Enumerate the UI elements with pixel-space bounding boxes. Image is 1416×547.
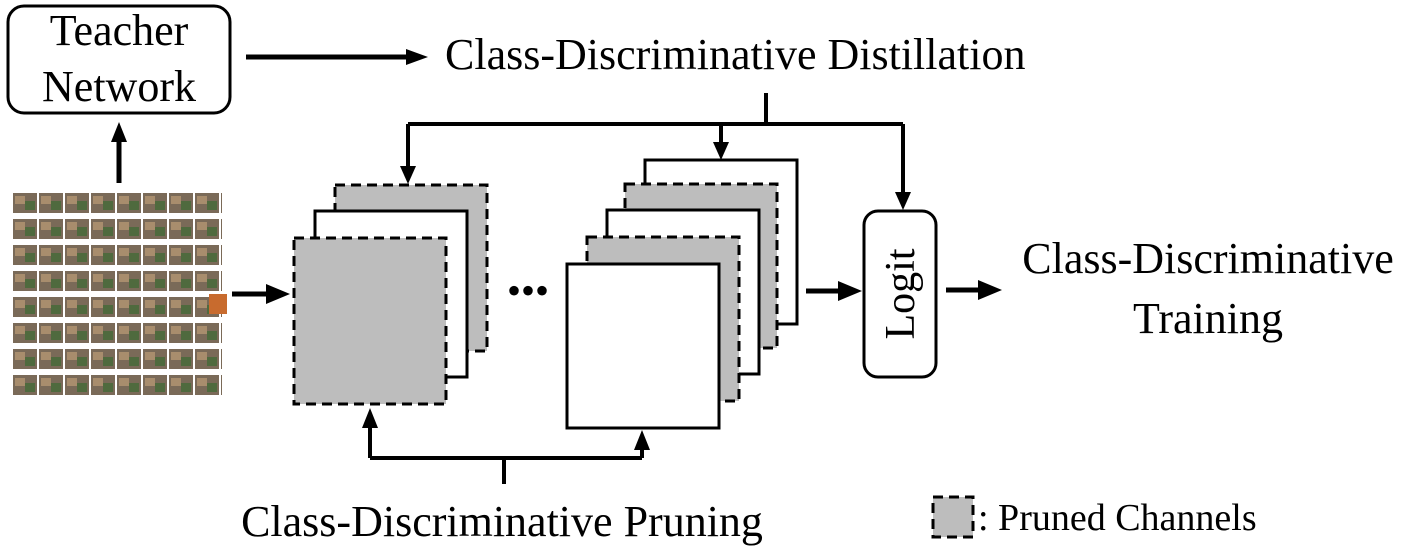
pruning-label: Class-Discriminative Pruning (241, 497, 763, 546)
training-label-line2: Training (1133, 294, 1283, 343)
prune-arrowhead-right (634, 430, 650, 450)
teacher-network-label-line2: Network (42, 62, 196, 111)
input-image-grid (12, 192, 227, 400)
kept-channel-front (565, 262, 721, 430)
teacher-network-frame (6, 4, 232, 115)
input-image-thumbnails (12, 192, 222, 400)
pruning-feedback-lines (362, 408, 650, 484)
teacher-to-distillation-arrow (246, 49, 428, 65)
images-to-student-arrow (232, 284, 290, 304)
legend: : Pruned Channels (931, 495, 1257, 539)
distillation-feedback-lines (400, 93, 911, 210)
distill-arrowhead-left (400, 166, 416, 184)
logit-box: Logit (862, 209, 938, 379)
student-layer-stack-1 (292, 183, 489, 406)
logit-label: Logit (878, 248, 924, 339)
layer-ellipsis: ••• (507, 268, 549, 313)
teacher-network-box: Teacher Network (6, 4, 232, 115)
student-layer-stack-2 (565, 158, 799, 430)
legend-label: : Pruned Channels (978, 497, 1257, 539)
images-to-teacher-arrow (111, 122, 127, 183)
prune-arrowhead-left (362, 408, 378, 428)
training-label-line1: Class-Discriminative (1022, 234, 1394, 283)
student-to-logit-arrow (806, 281, 862, 301)
distillation-label: Class-Discriminative Distillation (445, 30, 1026, 79)
legend-swatch (931, 495, 975, 539)
distill-arrowhead-logit (895, 192, 911, 210)
distill-arrowhead-middle (713, 142, 729, 160)
logit-to-training-arrow (946, 280, 1002, 300)
logit-frame (862, 209, 938, 379)
pruned-channel-front (292, 236, 448, 406)
teacher-network-label-line1: Teacher (50, 6, 189, 55)
highlight-thumbnail (209, 294, 227, 314)
